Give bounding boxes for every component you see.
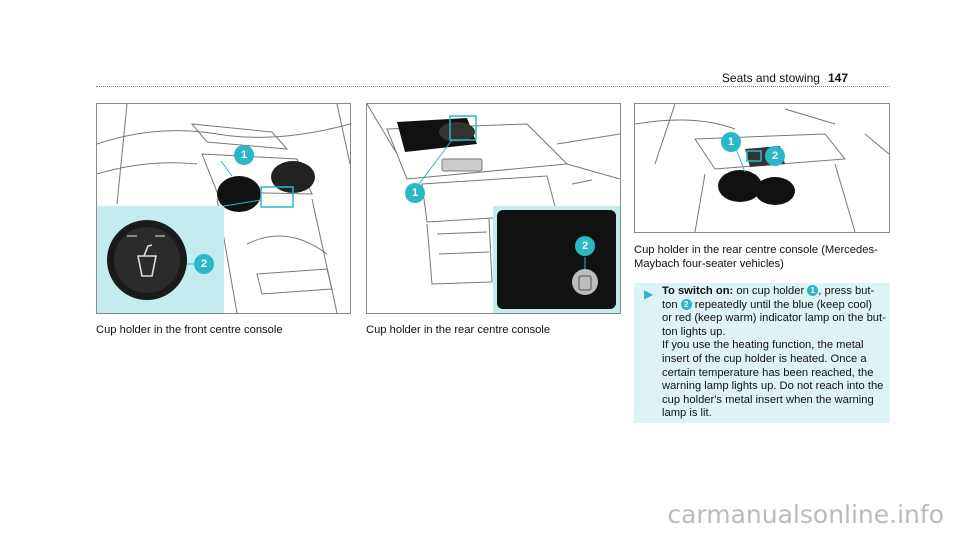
- callout-1: 1: [234, 145, 254, 165]
- caption-rear-console: Cup holder in the rear centre console: [366, 324, 551, 336]
- instruction-block: ▶ To switch on: on cup holder 1, press b…: [634, 283, 890, 423]
- page-header: Seats and stowing 147: [722, 71, 848, 85]
- callout-2: 2: [575, 236, 595, 256]
- instruction-line: insert of the cup holder is heated. Once…: [662, 352, 867, 365]
- instruction-line: , press but-: [818, 285, 875, 297]
- instruction-line: repeatedly until the blue (keep cool): [691, 298, 873, 311]
- callout-2: 2: [194, 254, 214, 274]
- callout-1: 1: [721, 132, 741, 152]
- callout-2: 2: [765, 146, 785, 166]
- caption-line: Cup holder in the rear centre console (M…: [634, 244, 878, 256]
- instruction-line: cup holder's metal insert when the warni…: [662, 393, 874, 406]
- section-title: Seats and stowing: [721, 71, 820, 85]
- caption-line: Maybach four-seater vehicles): [634, 257, 784, 270]
- instruction-arrow-icon: ▶: [644, 287, 654, 301]
- maybach-console-illustration: [635, 104, 889, 232]
- instruction-line: or red (keep warm) indicator lamp on the…: [662, 312, 886, 325]
- instruction-line: ton lights up.: [662, 325, 726, 338]
- instruction-line: on cup holder: [733, 285, 808, 297]
- callout-1: 1: [807, 285, 819, 296]
- caption-front-console: Cup holder in the front centre console: [96, 324, 283, 336]
- callout-1: 1: [405, 183, 425, 203]
- instruction-line: certain temperature has been reached, th…: [662, 366, 874, 379]
- instruction-line: ton: [662, 298, 678, 311]
- instruction-line: warning lamp lights up. Do not reach int…: [662, 380, 884, 393]
- figure-maybach-console: 1 2: [634, 103, 890, 233]
- caption-maybach-console: Cup holder in the rear centre console (M…: [634, 244, 878, 271]
- instruction-line: If you use the heating function, the met…: [662, 339, 864, 352]
- header-rule: [96, 86, 890, 87]
- front-console-illustration: [97, 104, 350, 313]
- page-number: 147: [827, 71, 848, 85]
- callout-2: 2: [680, 298, 692, 310]
- figure-rear-console: 1 2: [366, 103, 621, 314]
- watermark: carmanualsonline.info: [667, 500, 944, 529]
- instruction-lead: To switch on:: [662, 285, 734, 297]
- instruction-text: To switch on: on cup holder 1, press but…: [662, 285, 886, 421]
- instruction-line: lamp is lit.: [662, 407, 712, 420]
- figure-front-console: 1 2: [96, 103, 351, 314]
- rear-console-illustration: [367, 104, 620, 313]
